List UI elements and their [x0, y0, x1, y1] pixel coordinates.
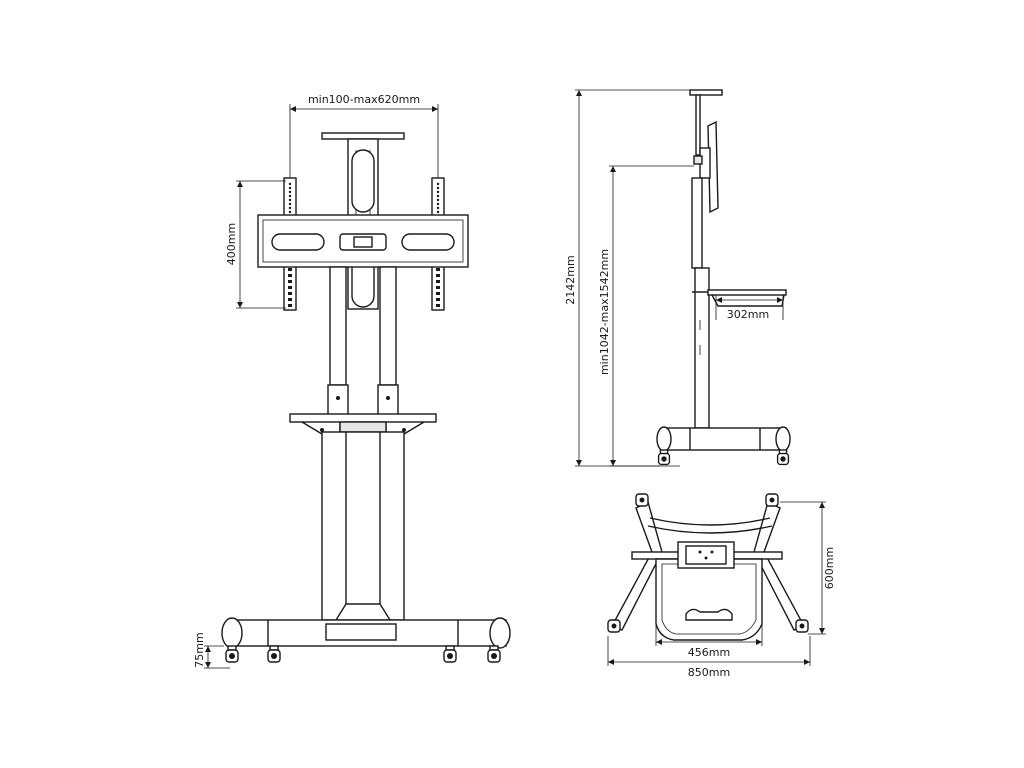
tray-width-label: 456mm — [688, 646, 730, 659]
top-leg-left — [611, 500, 663, 631]
column-left — [329, 266, 347, 386]
top-tray — [655, 558, 763, 641]
shelf-depth-label: 302mm — [727, 308, 769, 321]
lower-column — [321, 431, 405, 621]
side-view — [656, 89, 791, 466]
base-width-label: 850mm — [688, 666, 730, 679]
camera-shelf — [321, 132, 405, 140]
top-view — [607, 493, 809, 641]
middle-shelf — [289, 413, 437, 423]
base-clearance-label: 75mm — [193, 632, 206, 667]
side-column — [691, 177, 703, 269]
top-dimensions: 600mm 456mm 850mm — [607, 501, 836, 679]
base-depth-label: 600mm — [823, 547, 836, 589]
mount-height-label: min1042-max1542mm — [598, 249, 611, 375]
side-shelf — [707, 289, 787, 296]
side-dimensions: 2142mm min1042-max1542mm 302mm — [564, 89, 784, 467]
vesa-height-label: 400mm — [225, 223, 238, 265]
front-dimensions: min100-max620mm 400mm 75mm — [193, 93, 439, 669]
front-view — [221, 132, 511, 663]
vesa-width-label: min100-max620mm — [308, 93, 420, 106]
side-upper-post — [695, 94, 701, 156]
side-base — [661, 427, 787, 451]
total-height-label: 2142mm — [564, 255, 577, 304]
side-tv-panel — [707, 120, 719, 214]
column-right — [379, 266, 397, 386]
